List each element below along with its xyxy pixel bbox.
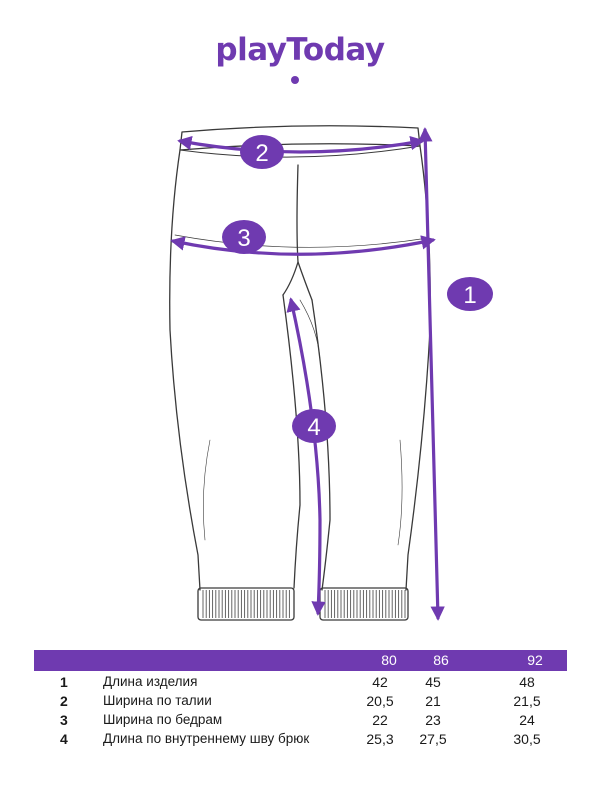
measure-4-arrow [286,297,326,616]
marker-2: 2 [240,135,284,169]
row-label: Длина изделия [103,674,198,689]
row-number: 1 [60,674,68,690]
measure-arrows [170,127,445,621]
row-value-92: 48 [519,674,535,690]
size-header-80: 80 [381,652,397,668]
table-row: 1 Длина изделия 42 45 48 [0,672,600,692]
marker-4-label: 4 [307,414,320,441]
size-header-92: 92 [527,652,543,668]
row-number: 2 [60,693,68,709]
measure-3-arrow [170,235,436,256]
pants-measurement-diagram: 1 2 3 4 [169,125,493,621]
table-row: 4 Длина по внутреннему шву брюк 25,3 27,… [0,729,600,749]
table-row: 3 Ширина по бедрам 22 23 24 [0,710,600,730]
row-number: 3 [60,712,68,728]
pants-outline [169,125,431,621]
row-value-86: 21 [425,693,441,709]
marker-1: 1 [447,277,493,311]
marker-2-label: 2 [255,140,268,167]
measure-2-arrow [177,135,425,154]
row-label: Ширина по талии [103,693,212,708]
row-value-92: 24 [519,712,535,728]
brand-logo-dot [291,76,299,84]
marker-1-label: 1 [463,282,476,309]
marker-4: 4 [292,409,336,443]
table-row: 2 Ширина по талии 20,5 21 21,5 [0,691,600,711]
row-value-86: 45 [425,674,441,690]
row-value-92: 30,5 [513,731,541,747]
marker-3-label: 3 [237,225,250,252]
brand-logo-text: playToday [215,32,385,68]
row-value-80: 25,3 [366,731,394,747]
row-value-80: 20,5 [366,693,394,709]
row-value-86: 23 [425,712,441,728]
row-label: Ширина по бедрам [103,712,223,727]
row-number: 4 [60,731,68,747]
row-value-92: 21,5 [513,693,541,709]
size-table-header: 80 86 92 [34,650,567,671]
cuff-ribbing [202,590,406,618]
brand-logo: playToday [0,32,600,84]
row-value-86: 27,5 [419,731,447,747]
size-header-86: 86 [433,652,449,668]
measure-1-arrow [418,127,445,621]
row-value-80: 22 [372,712,388,728]
marker-3: 3 [222,220,266,254]
row-label: Длина по внутреннему шву брюк [103,731,310,746]
row-value-80: 42 [372,674,388,690]
